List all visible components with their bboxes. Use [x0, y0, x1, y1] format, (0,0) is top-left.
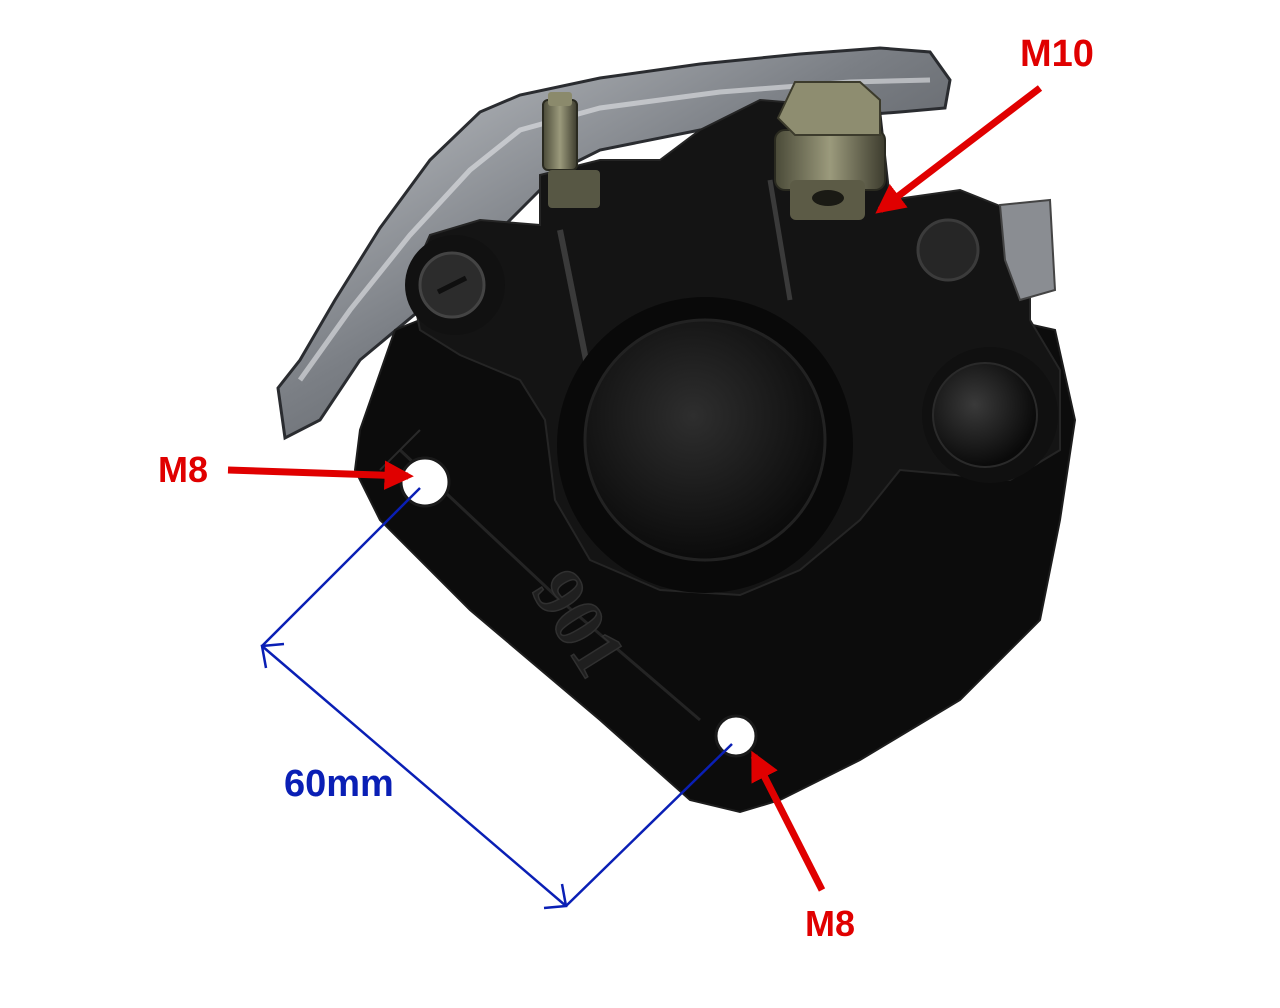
dimension-leader-top [261, 487, 421, 647]
bleed-nipple [542, 92, 600, 208]
arrow-m8-left [227, 460, 414, 490]
dimension-lines [260, 487, 733, 910]
pad-pin-cap [922, 347, 1058, 483]
callout-arrows [227, 85, 1043, 892]
arrow-m10 [875, 85, 1043, 214]
banjo-bolt [774, 81, 886, 220]
label-m10: M10 [1020, 33, 1094, 75]
slide-pin-cap [405, 235, 505, 335]
dimension-arrowhead-top [260, 642, 285, 669]
mounting-hole-bottom [714, 714, 758, 758]
dimension-leader-bottom [565, 743, 733, 907]
piston-cover [557, 297, 853, 593]
dimension-line [261, 645, 567, 907]
label-m8-left: M8 [158, 449, 208, 490]
dimension-arrowhead-bottom [543, 883, 568, 910]
arrow-m8-bottom [750, 750, 826, 892]
shield-tab [998, 198, 1057, 302]
label-distance: 60mm [284, 763, 394, 805]
label-m8-bottom: M8 [805, 903, 855, 944]
caliper-boss [916, 218, 980, 282]
